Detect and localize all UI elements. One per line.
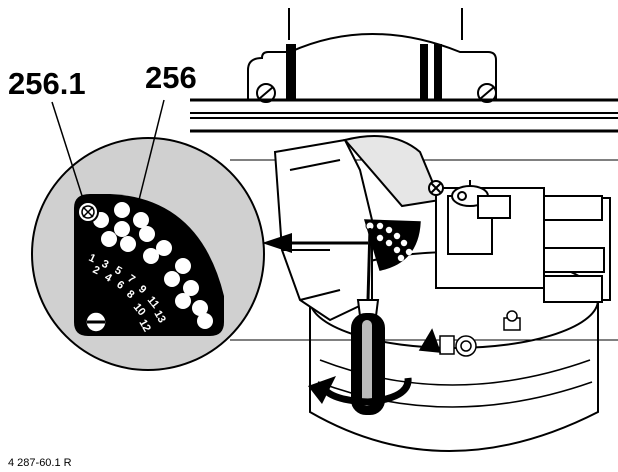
dial-number: 12 <box>136 318 153 335</box>
callout-label-256: 256 <box>145 60 197 95</box>
control-block <box>428 180 611 303</box>
mounting-plate <box>190 98 618 161</box>
dial-number: 3 <box>100 258 111 271</box>
dial-holes <box>93 202 213 329</box>
callout-label-256-1: 256.1 <box>8 66 86 101</box>
fixing-screw <box>85 311 107 333</box>
dial-number: 1 <box>87 252 98 265</box>
figure-reference: 4 287-60.1 R <box>8 457 72 469</box>
adjustment-screw-256-1 <box>77 201 99 223</box>
dial-number: 2 <box>91 264 102 277</box>
small-dial <box>363 219 421 271</box>
top-bracket <box>247 8 497 103</box>
dial-number: 6 <box>114 279 126 292</box>
screwdriver <box>351 227 385 415</box>
dial-number: 5 <box>113 264 124 277</box>
body-fittings <box>418 310 521 357</box>
rotation-arrow <box>308 376 412 406</box>
detail-pointer-arrow <box>262 233 368 253</box>
callout-leaders <box>51 99 165 213</box>
left-housing <box>273 135 442 322</box>
dial-number: 7 <box>125 273 137 286</box>
dial-number: 13 <box>151 309 168 326</box>
